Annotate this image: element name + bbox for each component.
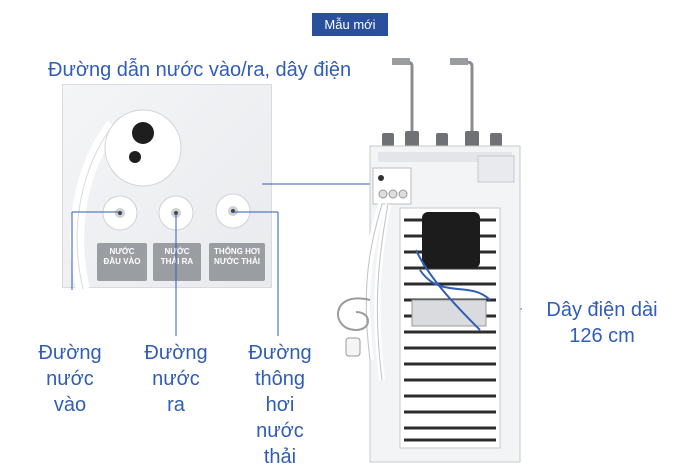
outlet-line-label: Đường nước ra — [144, 342, 208, 416]
outlet-fitting — [158, 195, 194, 231]
connector-detail-panel: NƯỚC ĐẦU VÀO NƯỚC THẢI RA THÔNG HƠI NƯỚC… — [62, 84, 272, 291]
vent-fitting — [215, 193, 251, 229]
inlet-tag: NƯỚC ĐẦU VÀO — [97, 243, 147, 281]
new-model-badge: Mẫu mới — [312, 13, 388, 36]
connector-detail-illustration — [70, 109, 251, 291]
power-cable-label: Dây điện dài 126 cm — [546, 299, 658, 347]
water-lines-and-cable-label: Đường dẫn nước vào/ra, dây điện — [48, 59, 352, 81]
inlet-fitting — [102, 195, 138, 231]
inlet-line-label: Đường nước vào — [38, 342, 102, 416]
vent-line-label: Đường thông hơi nước thải — [248, 342, 312, 468]
outlet-tag: NƯỚC THẢI RA — [153, 243, 201, 281]
vent-tag: THÔNG HƠI NƯỚC THẢI — [209, 243, 265, 281]
